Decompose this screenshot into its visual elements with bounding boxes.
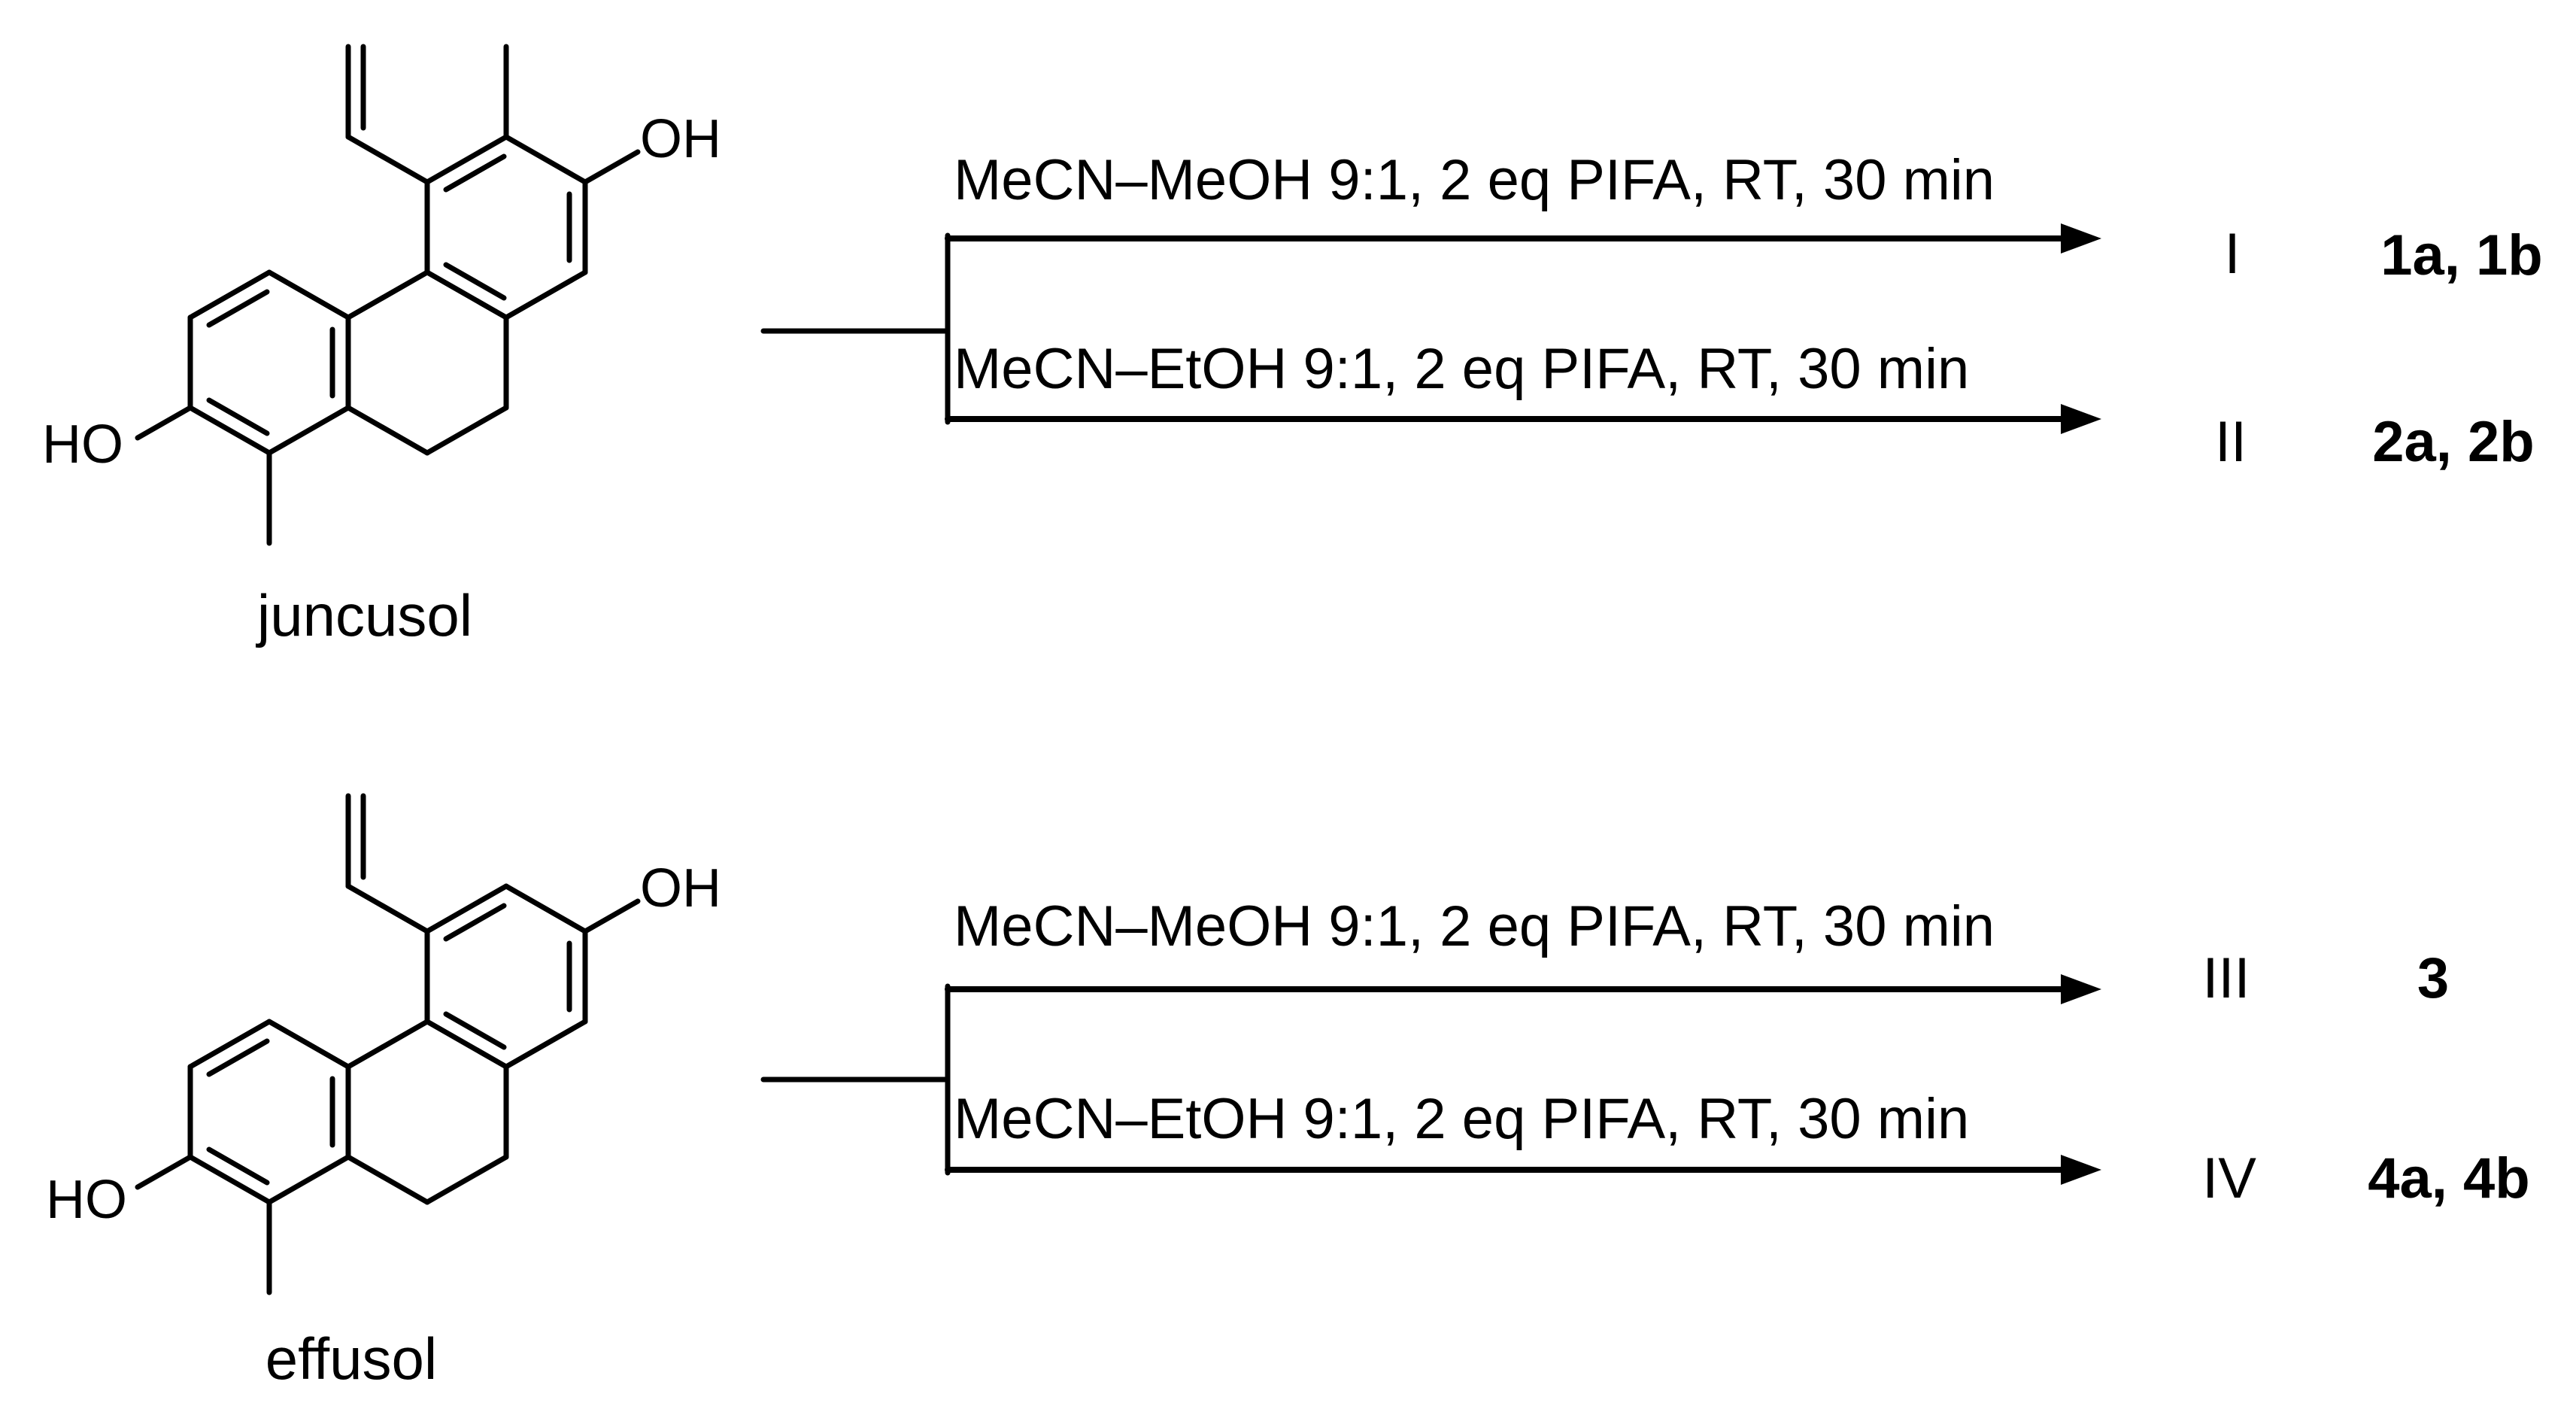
bond-line	[503, 134, 588, 185]
bond-line	[424, 134, 509, 185]
step-numeral-4: IV	[2202, 1146, 2256, 1210]
juncusol-name-label: juncusol	[256, 582, 473, 648]
step-numeral-3: III	[2202, 946, 2250, 1010]
conditions-reaction-4: MeCN–EtOH 9:1, 2 eq PIFA, RT, 30 min	[954, 1087, 1970, 1151]
products-reaction-3: 3	[2417, 946, 2450, 1010]
bond-line	[206, 289, 270, 328]
reaction-arrow-head	[2061, 1155, 2101, 1185]
bond-line	[424, 405, 509, 456]
products-reaction-4: 4a, 4b	[2368, 1146, 2530, 1210]
conditions-reaction-3: MeCN–MeOH 9:1, 2 eq PIFA, RT, 30 min	[954, 894, 1995, 958]
effusol-hydroxyl-label-left: HO	[46, 1170, 127, 1230]
bond-line	[503, 883, 588, 934]
bond-line	[424, 269, 509, 320]
bond-line	[266, 1154, 351, 1205]
bond-line	[345, 1019, 430, 1070]
reaction-arrow-head	[2061, 404, 2101, 434]
bond-line	[503, 269, 588, 320]
conditions-reaction-1: MeCN–MeOH 9:1, 2 eq PIFA, RT, 30 min	[954, 148, 1995, 212]
bond-line	[443, 903, 507, 942]
bond-line	[206, 1038, 270, 1077]
bond-line	[187, 405, 272, 456]
bond-line	[187, 269, 272, 320]
bond-line	[424, 1019, 509, 1070]
bond-line	[345, 1154, 430, 1205]
bond-line	[345, 134, 430, 185]
effusol-hydroxyl-label-right: OH	[640, 858, 721, 919]
bond-line	[582, 898, 641, 934]
bond-line	[345, 269, 430, 320]
juncusol-hydroxyl-label-left: HO	[42, 415, 123, 475]
step-numeral-1: I	[2224, 222, 2241, 286]
conditions-reaction-2: MeCN–EtOH 9:1, 2 eq PIFA, RT, 30 min	[954, 337, 1970, 401]
bond-line	[503, 1019, 588, 1070]
step-numeral-2: II	[2214, 410, 2247, 474]
bond-line	[443, 153, 507, 193]
products-reaction-1: 1a, 1b	[2380, 223, 2543, 287]
bond-line	[266, 405, 351, 456]
bond-line	[582, 149, 641, 185]
juncusol-hydroxyl-label-right: OH	[640, 109, 721, 169]
bond-line	[424, 1154, 509, 1205]
reaction-arrow-head	[2061, 974, 2101, 1004]
bond-line	[206, 1146, 270, 1186]
bond-line	[266, 269, 351, 320]
reaction-arrow-head	[2061, 223, 2101, 254]
bond-line	[187, 1019, 272, 1070]
bond-line	[424, 883, 509, 934]
bond-line	[187, 1154, 272, 1205]
bond-line	[345, 883, 430, 934]
bond-line	[443, 1011, 507, 1050]
bond-line	[135, 1154, 193, 1190]
effusol-name-label: effusol	[265, 1326, 438, 1392]
bond-line	[206, 397, 270, 436]
products-reaction-2: 2a, 2b	[2372, 410, 2535, 474]
bond-line	[135, 405, 193, 441]
bond-line	[443, 262, 507, 301]
bond-line	[266, 1019, 351, 1070]
bond-line	[345, 405, 430, 456]
